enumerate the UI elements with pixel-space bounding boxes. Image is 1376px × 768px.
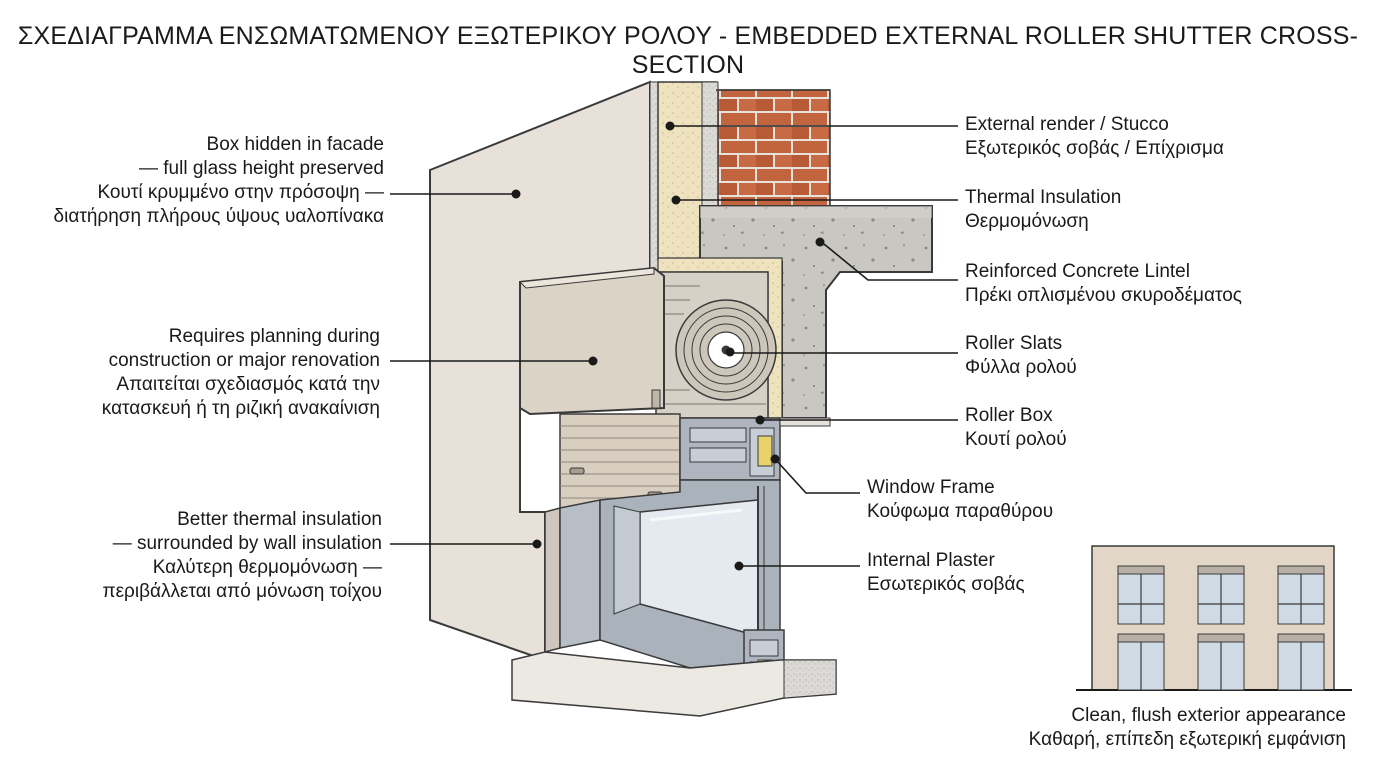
roller-box-front-top [518,267,655,289]
inset-caption: Clean, flush exterior appearance Καθαρή,… [1028,705,1346,750]
label-roller-box: Roller Box Κουτί ρολού [965,405,1067,450]
internal-plaster [779,417,831,427]
right-leader-lines [674,125,958,567]
brick-wall [717,89,831,207]
note-thermal-insulation: Better thermal insulation — surrounded b… [102,509,382,602]
facade-inset [1076,545,1352,691]
label-window-frame: Window Frame Κούφωμα παραθύρου [867,477,1054,522]
lintel-top-face [700,206,932,218]
label-concrete-lintel: Reinforced Concrete Lintel Πρέκι οπλισμέ… [965,261,1242,306]
note-requires-planning: Requires planning during construction or… [101,326,380,419]
roller-box-front-panel [519,266,665,416]
label-thermal-insulation: Thermal Insulation Θερμομόνωση [965,187,1122,232]
page-title: ΣΧΕΔΙΑΓΡΑΜΜΑ ΕΝΣΩΜΑΤΩΜΕΝΟΥ ΕΞΩΤΕΡΙΚΟΥ ΡΟ… [17,22,1359,79]
inner-render-strip [701,81,719,207]
right-leader-dots [665,121,825,571]
note-box-hidden: Box hidden in facade — full glass height… [53,134,384,227]
window-jamb [544,507,561,653]
left-leader-lines [390,193,590,545]
left-leader-dots [511,189,598,549]
render-layer [649,81,659,271]
label-external-render: External render / Stucco Εξωτερικός σοβά… [965,114,1224,159]
label-roller-slats: Roller Slats Φύλλα ρολού [965,333,1077,378]
label-internal-plaster: Internal Plaster Εσωτερικός σοβάς [867,550,1025,595]
